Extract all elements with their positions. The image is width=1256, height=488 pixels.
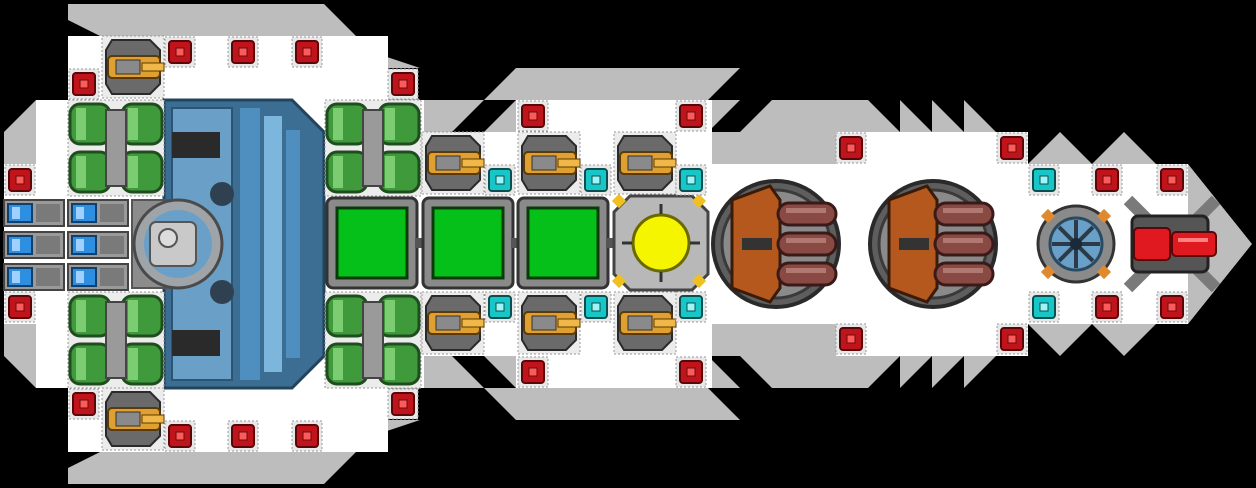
thruster [3,231,65,259]
light-turret[interactable] [421,291,485,355]
cyan-module[interactable] [675,164,707,196]
red-module[interactable] [1091,164,1123,196]
heavy-turret[interactable] [711,179,841,309]
red-module[interactable] [1156,291,1188,323]
light-turret[interactable] [517,291,581,355]
light-turret[interactable] [613,131,677,195]
red-module[interactable] [675,356,707,388]
cockpit-dome [131,198,224,290]
heavy-turret[interactable] [868,179,998,309]
red-module[interactable] [387,388,419,420]
cannon[interactable] [1123,195,1221,293]
cyan-module[interactable] [580,291,612,323]
red-module[interactable] [675,100,707,132]
light-turrets [101,35,677,451]
thruster [67,199,129,227]
vent-top [172,132,220,158]
red-module[interactable] [68,68,100,100]
cyan-module[interactable] [675,291,707,323]
red-module[interactable] [1091,291,1123,323]
reactor [611,193,710,292]
thruster [67,263,129,291]
red-module[interactable] [291,420,323,452]
light-turret[interactable] [421,131,485,195]
cargo-bay[interactable] [516,196,618,290]
cyan-module[interactable] [484,291,516,323]
reactor-core[interactable] [611,193,710,292]
thrusters [3,199,129,291]
shield-generator [1036,204,1116,284]
red-modules [4,36,1188,452]
light-turret[interactable] [101,387,165,451]
red-module[interactable] [227,36,259,68]
cyan-module[interactable] [1028,164,1060,196]
cyan-module[interactable] [1028,291,1060,323]
vent-bottom [172,330,220,356]
red-module[interactable] [291,36,323,68]
heavy-turrets [711,179,998,309]
light-turret[interactable] [517,131,581,195]
red-module[interactable] [517,356,549,388]
thruster [3,199,65,227]
red-module[interactable] [835,323,867,355]
cargo-bay[interactable] [421,196,523,290]
cyan-modules [484,164,1060,323]
red-module[interactable] [164,36,196,68]
red-module[interactable] [1156,164,1188,196]
red-module[interactable] [68,388,100,420]
red-module[interactable] [4,291,36,323]
red-module[interactable] [4,164,36,196]
red-module[interactable] [387,68,419,100]
cyan-module[interactable] [580,164,612,196]
cargo-bays [325,196,618,290]
cargo-bay[interactable] [325,196,427,290]
red-module[interactable] [835,132,867,164]
red-module[interactable] [164,420,196,452]
shield-core[interactable] [1036,204,1116,284]
thruster [3,263,65,291]
fuel-tank [67,99,165,197]
red-module[interactable] [227,420,259,452]
fuel-tanks [67,99,422,389]
fuel-tank [324,291,422,389]
light-turret[interactable] [101,35,165,99]
thruster [67,231,129,259]
red-module[interactable] [996,132,1028,164]
cyan-module[interactable] [484,164,516,196]
nose-cannon [1123,195,1221,293]
fuel-tank [324,99,422,197]
fuel-tank [67,291,165,389]
light-turret[interactable] [613,291,677,355]
red-module[interactable] [996,323,1028,355]
red-module[interactable] [517,100,549,132]
